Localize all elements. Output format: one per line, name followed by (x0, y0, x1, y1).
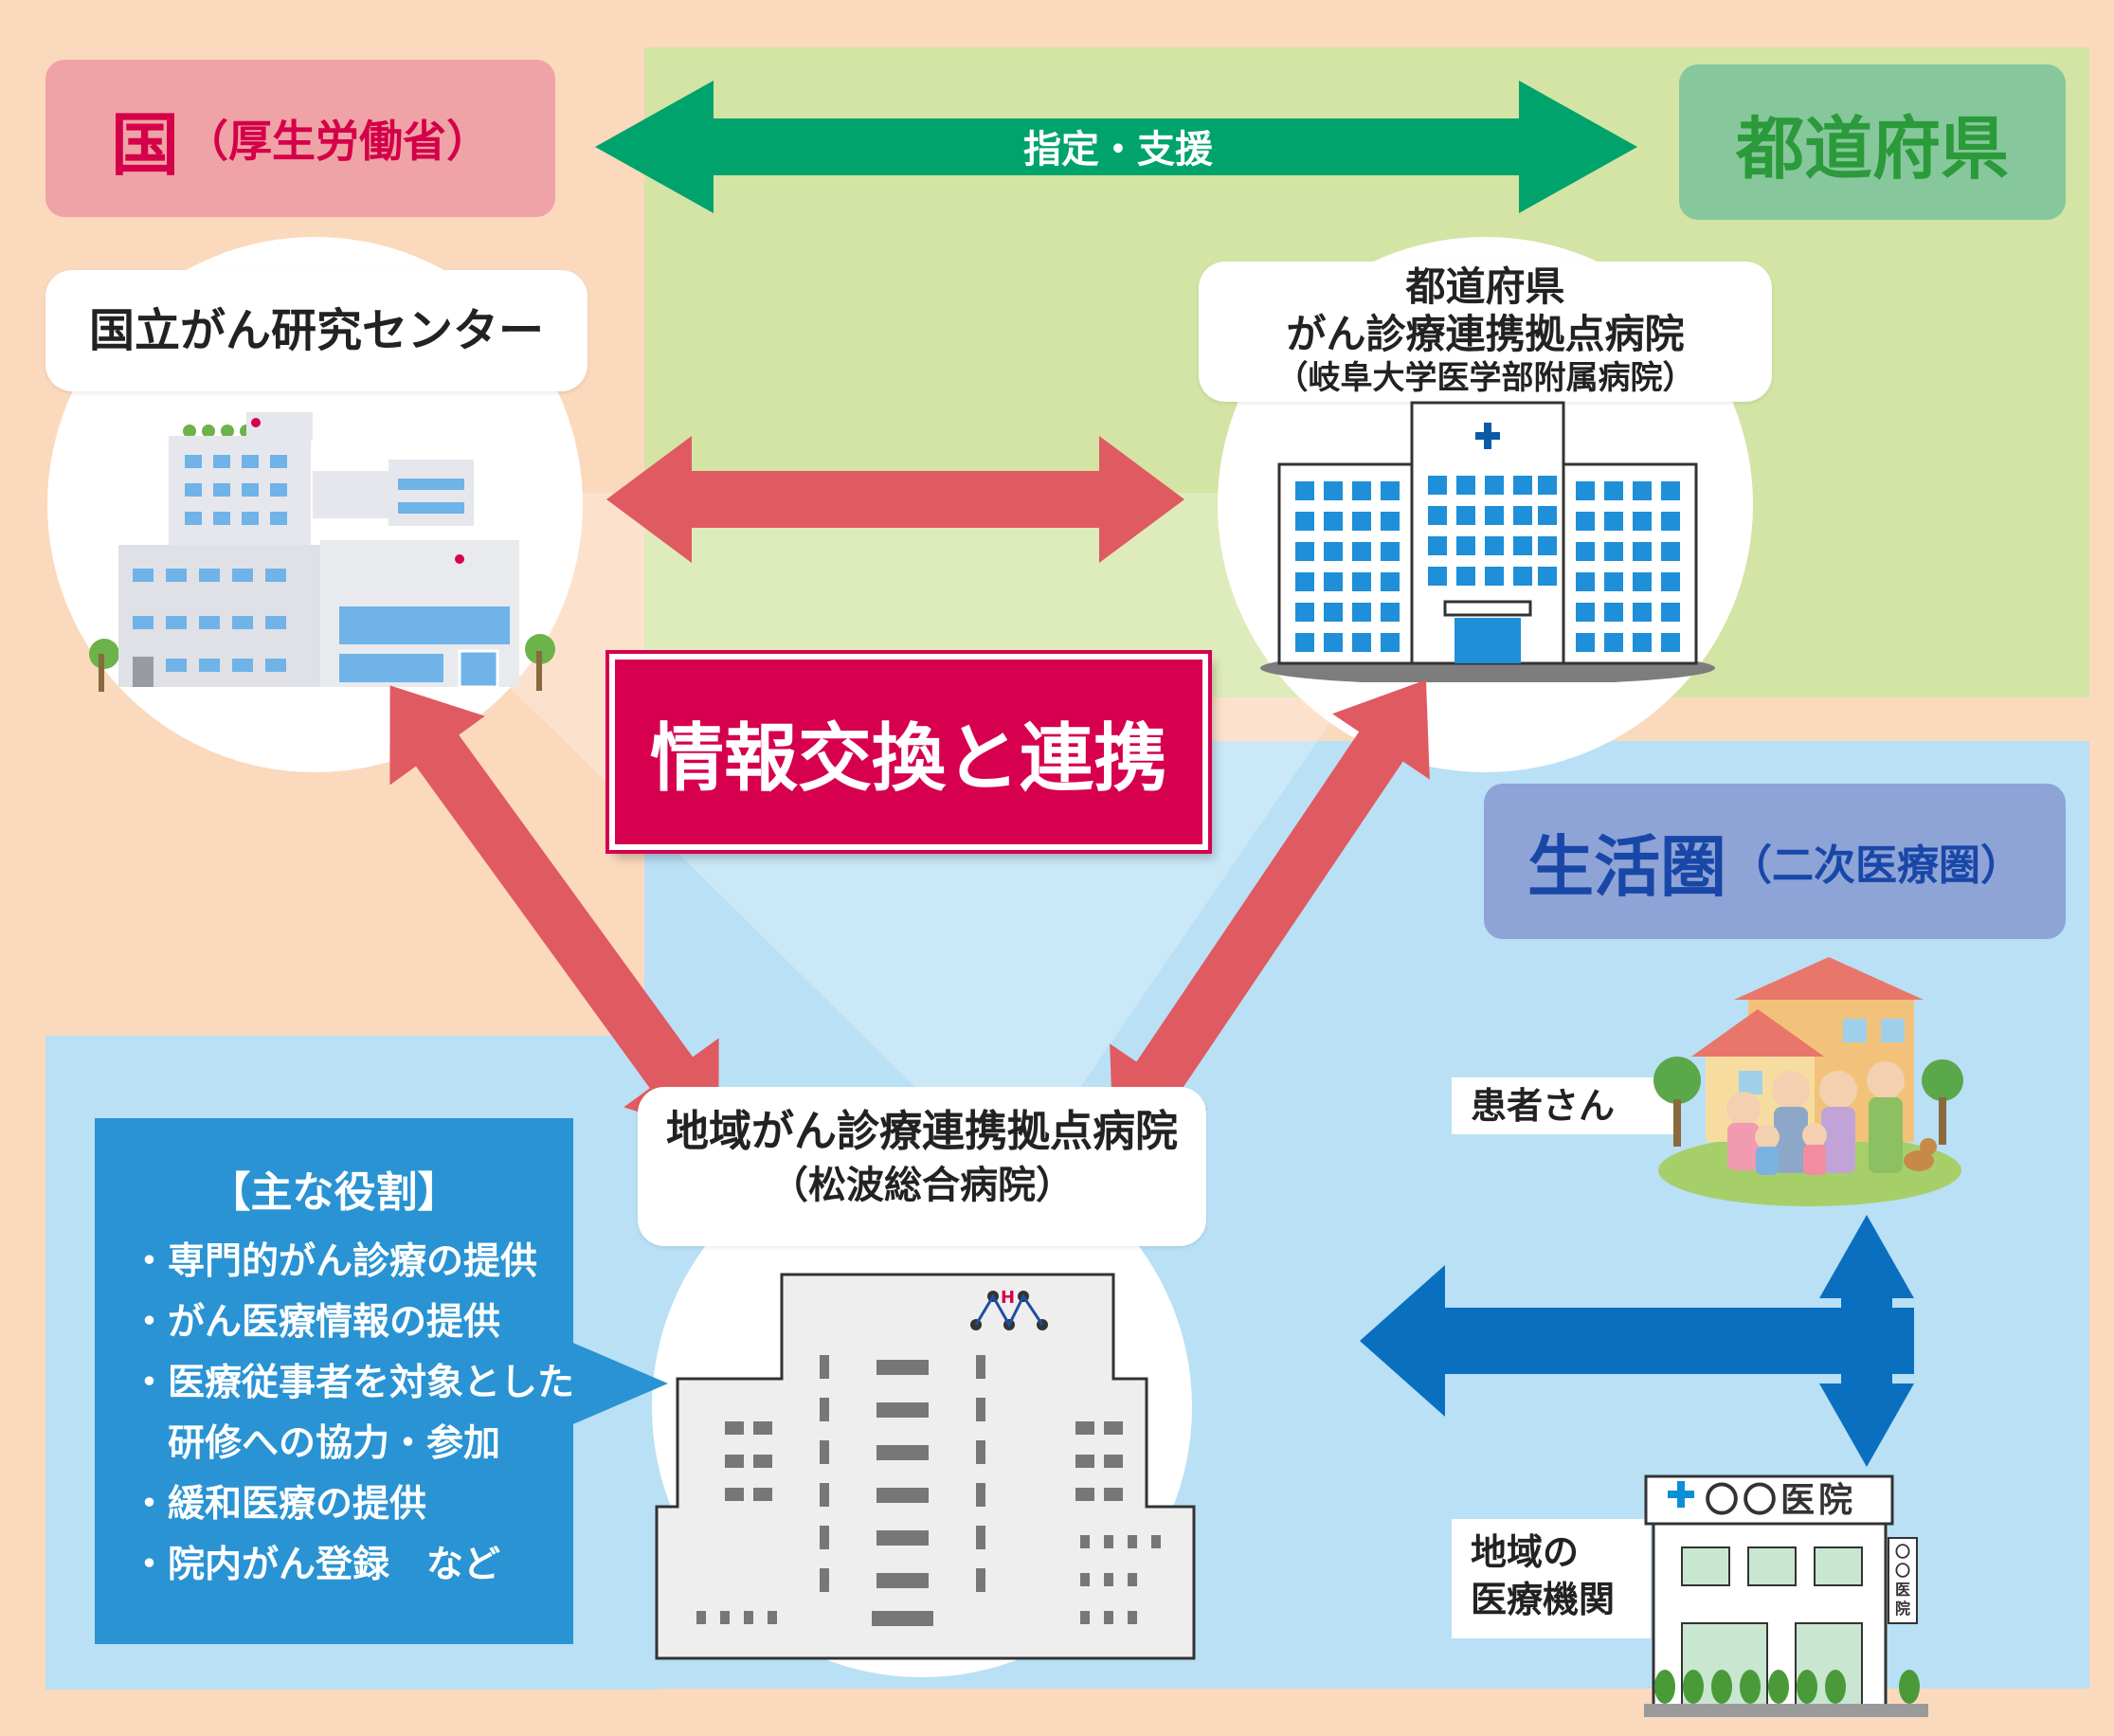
clinic-label: 地域の 医療機関 (1452, 1519, 1651, 1638)
roles-pointer (569, 1341, 668, 1426)
role-item: ・緩和医療の提供 (131, 1483, 427, 1526)
ncc-name: 国立がん研究センター (45, 270, 587, 391)
svg-text:H: H (1001, 1288, 1015, 1308)
living-area-label-sub: （二次医療圏） (1730, 841, 2022, 890)
local-hospital-building-icon: H (655, 1273, 1196, 1660)
clinic-side-sign: 〇〇医院 (1894, 1543, 1910, 1618)
family-house-icon (1653, 957, 1963, 1206)
pref-hospital-line1: 都道府県 (1405, 263, 1565, 310)
clinic-building: 〇〇医院 〇〇医院 (1644, 1467, 1928, 1723)
designation-support-text: 指定・支援 (1023, 128, 1213, 172)
pref-hospital-line3: （岐阜大学医学部附属病院） (1275, 359, 1695, 397)
ncc-pref-arrow (606, 436, 1184, 563)
care-network-arrow-horizontal (1360, 1265, 1914, 1417)
local-hospital-name: 地域がん診療連携拠点病院 （松波総合病院） (638, 1087, 1206, 1246)
pref-local-arrow (1110, 679, 1430, 1144)
living-area-label: 生活圏（二次医療圏） (1484, 784, 2066, 939)
clinic-label-line2: 医療機関 (1471, 1579, 1616, 1620)
clinic-label-line1: 地域の (1471, 1531, 1580, 1573)
role-item: ・医療従事者を対象とした (131, 1362, 575, 1404)
designation-support-arrow (595, 81, 1637, 213)
clinic-sign: 〇〇医院 (1705, 1481, 1857, 1520)
role-item: ・がん医療情報の提供 (131, 1301, 501, 1344)
pref-hospital-line2: がん診療連携拠点病院 (1286, 311, 1685, 357)
info-exchange-box: 情報交換と連携 (605, 650, 1212, 854)
prefecture-label: 都道府県 (1679, 64, 2066, 220)
clinic-building-icon (1644, 1474, 1928, 1717)
main-roles-box: 【主な役割】 ・専門的がん診療の提供 ・がん医療情報の提供 ・医療従事者を対象と… (95, 1118, 575, 1644)
care-network-arrow-vertical (1819, 1215, 1914, 1467)
local-hospital-line2: （松波総合病院） (770, 1164, 1074, 1207)
country-label: 国（厚生労働省） (45, 60, 555, 217)
country-label-main: 国 (110, 104, 179, 185)
roles-list: ・専門的がん診療の提供 ・がん医療情報の提供 ・医療従事者を対象とした 研修への… (95, 1232, 575, 1596)
role-item: ・専門的がん診療の提供 (131, 1240, 538, 1283)
role-item: 研修への協力・参加 (131, 1422, 501, 1465)
living-area-label-main: 生活圏 (1527, 827, 1726, 906)
country-label-sub: （厚生労働省） (185, 116, 490, 167)
ncc-local-arrow (389, 685, 719, 1138)
role-item: ・院内がん登録 など (131, 1544, 501, 1586)
local-hospital-line1: 地域がん診療連携拠点病院 (665, 1106, 1178, 1156)
patient-label: 患者さん (1452, 1077, 1679, 1134)
pref-hospital-name: 都道府県 がん診療連携拠点病院 （岐阜大学医学部附属病院） (1199, 262, 1772, 402)
roles-title: 【主な役割】 (208, 1168, 460, 1217)
pref-hospital-building-icon (1260, 401, 1715, 682)
ncc-building-icon (89, 412, 555, 692)
